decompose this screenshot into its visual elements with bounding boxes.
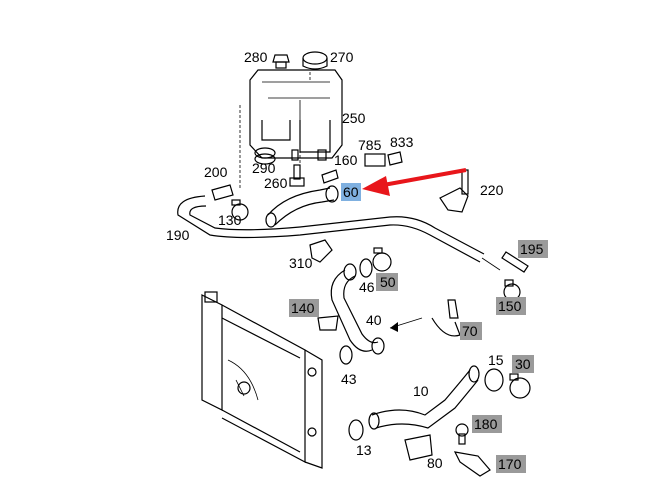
highlight-30 [512, 355, 534, 373]
label-150[interactable]: 150 [498, 298, 522, 314]
label-270[interactable]: 270 [330, 49, 354, 65]
ring-15[interactable] [484, 368, 504, 392]
label-13[interactable]: 13 [356, 442, 372, 458]
clip-160[interactable] [321, 169, 339, 184]
clamp-130[interactable] [231, 199, 249, 221]
connector-785[interactable] [364, 153, 386, 167]
hose-10[interactable] [368, 365, 480, 430]
label-250[interactable]: 250 [342, 110, 366, 126]
hose-40[interactable] [330, 263, 385, 355]
label-70[interactable]: 70 [462, 323, 478, 339]
selected-highlight [341, 183, 361, 201]
label-200[interactable]: 200 [204, 164, 228, 180]
label-46[interactable]: 46 [359, 279, 375, 295]
bracket-220[interactable] [439, 169, 469, 213]
label-220[interactable]: 220 [480, 182, 504, 198]
highlight-170 [496, 455, 526, 473]
clamp-80[interactable] [404, 434, 433, 461]
label-195[interactable]: 195 [520, 241, 544, 257]
label-280[interactable]: 280 [244, 49, 268, 65]
label-785[interactable]: 785 [358, 137, 382, 153]
label-10[interactable]: 10 [413, 383, 429, 399]
label-290[interactable]: 290 [252, 160, 276, 176]
hose-200[interactable] [211, 184, 234, 201]
grommet-290[interactable] [254, 147, 276, 165]
clamp-50[interactable] [372, 247, 392, 272]
label-40[interactable]: 40 [366, 312, 382, 328]
plug-280[interactable] [272, 54, 290, 69]
pipe-190[interactable] [177, 195, 485, 263]
ring-46[interactable] [359, 258, 373, 278]
label-160[interactable]: 160 [334, 152, 358, 168]
label-833[interactable]: 833 [390, 134, 414, 150]
clamp-30[interactable] [509, 373, 531, 399]
tank-cap[interactable] [302, 51, 328, 70]
plug-833[interactable] [387, 151, 403, 166]
highlight-50 [376, 273, 398, 291]
highlight-195 [518, 240, 548, 258]
highlight-180 [472, 415, 502, 433]
fitting-310[interactable] [309, 239, 333, 263]
clip-140[interactable] [317, 315, 339, 331]
label-180[interactable]: 180 [474, 416, 498, 432]
sensor-260[interactable] [289, 164, 305, 187]
label-140[interactable]: 140 [291, 300, 315, 316]
fitting-170[interactable] [453, 451, 491, 477]
bolt-180[interactable] [455, 423, 469, 445]
label-310[interactable]: 310 [289, 255, 313, 271]
label-170[interactable]: 170 [498, 456, 522, 472]
bracket-70[interactable] [431, 299, 461, 337]
expansion-tank[interactable] [249, 69, 343, 161]
radiator[interactable] [201, 291, 323, 469]
ring-13[interactable] [348, 419, 364, 441]
label-190[interactable]: 190 [166, 227, 190, 243]
label-30[interactable]: 30 [515, 356, 531, 372]
hose-60[interactable] [265, 185, 339, 228]
label-60[interactable]: 60 [343, 184, 359, 200]
label-130[interactable]: 130 [218, 212, 242, 228]
label-43[interactable]: 43 [341, 371, 357, 387]
connector-195[interactable] [501, 251, 529, 273]
highlight-150 [496, 297, 526, 315]
highlight-140 [289, 299, 319, 317]
label-260[interactable]: 260 [264, 175, 288, 191]
label-15[interactable]: 15 [488, 352, 504, 368]
label-50[interactable]: 50 [380, 274, 396, 290]
label-80[interactable]: 80 [427, 455, 443, 471]
ring-43[interactable] [339, 345, 353, 365]
red-arrow-pointer [362, 168, 467, 196]
highlight-70 [460, 322, 482, 340]
